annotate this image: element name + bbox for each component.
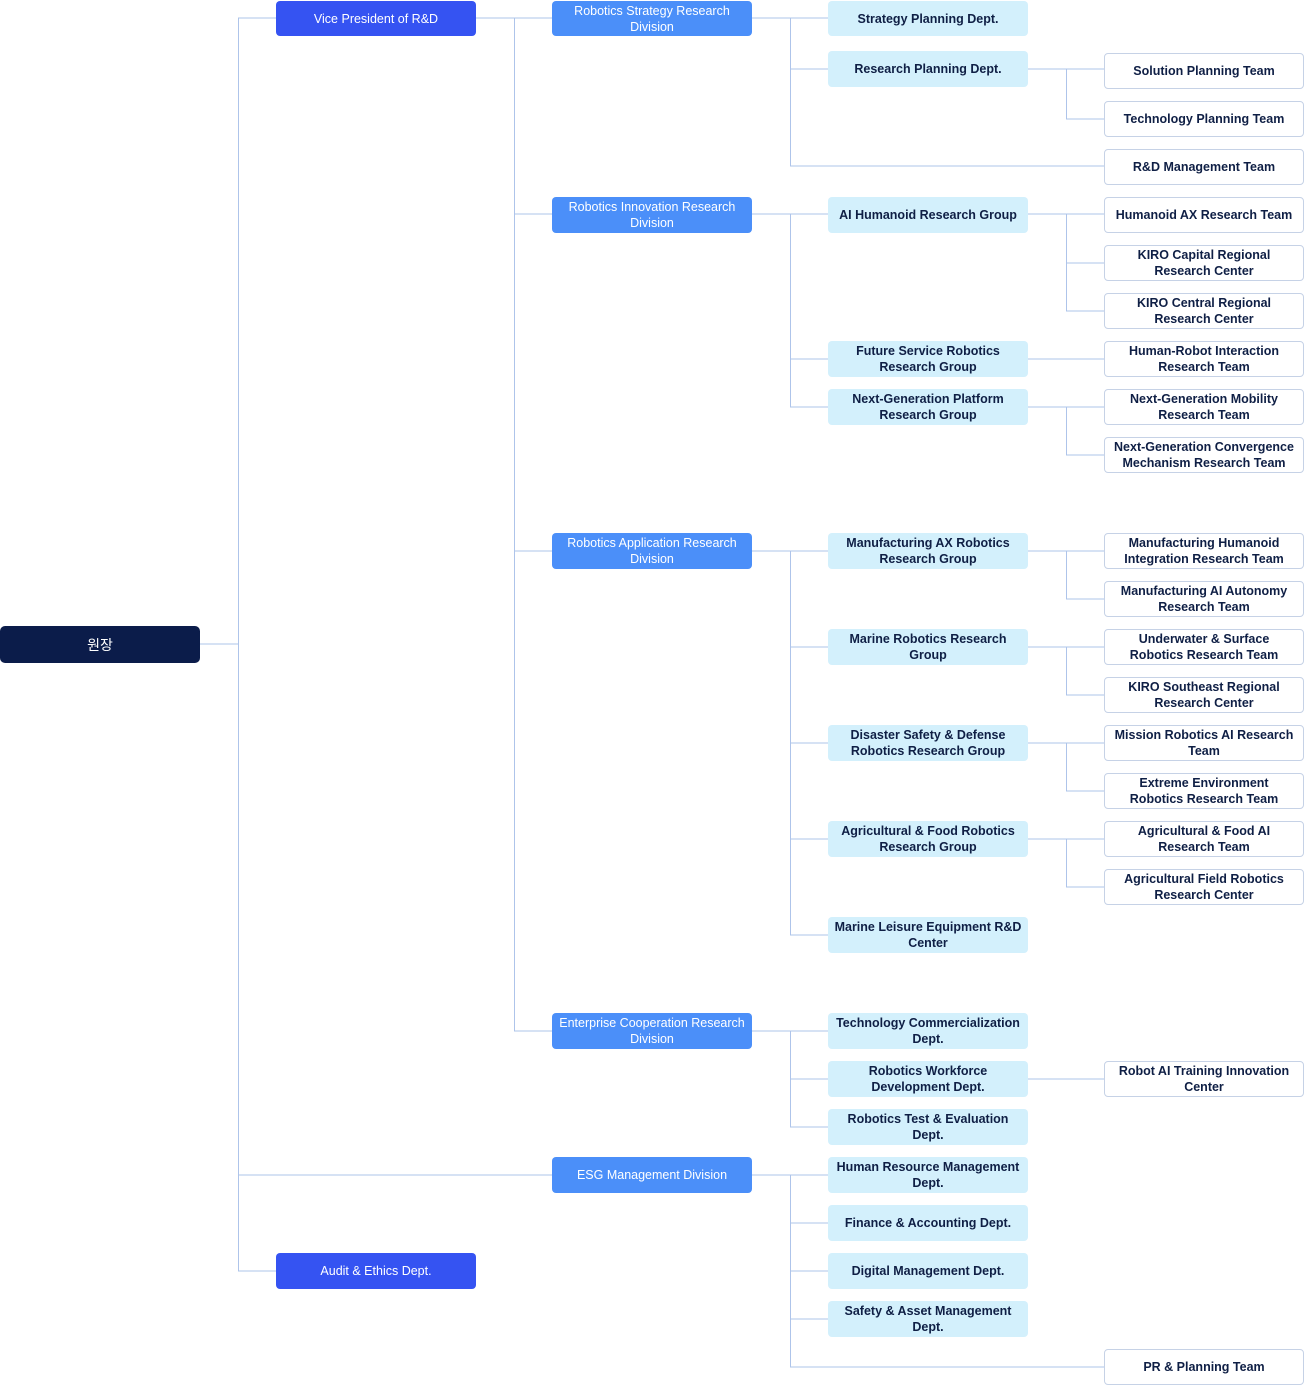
node-agri-food-robotics-group[interactable]: Agricultural & Food Robotics Research Gr… xyxy=(828,821,1028,857)
node-next-gen-platform-group[interactable]: Next-Generation Platform Research Group xyxy=(828,389,1028,425)
node-extreme-environment-team[interactable]: Extreme Environment Robotics Research Te… xyxy=(1104,773,1304,809)
node-mission-robotics-ai-team[interactable]: Mission Robotics AI Research Team xyxy=(1104,725,1304,761)
node-humanoid-ax-research-team[interactable]: Humanoid AX Research Team xyxy=(1104,197,1304,233)
node-kiro-central-regional-center[interactable]: KIRO Central Regional Research Center xyxy=(1104,293,1304,329)
node-mfg-humanoid-integration-team[interactable]: Manufacturing Humanoid Integration Resea… xyxy=(1104,533,1304,569)
root-node-director[interactable]: 원장 xyxy=(0,626,200,663)
node-robot-ai-training-center[interactable]: Robot AI Training Innovation Center xyxy=(1104,1061,1304,1097)
node-mfg-ai-autonomy-team[interactable]: Manufacturing AI Autonomy Research Team xyxy=(1104,581,1304,617)
node-safety-asset-management-dept[interactable]: Safety & Asset Management Dept. xyxy=(828,1301,1028,1337)
node-esg-management-division[interactable]: ESG Management Division xyxy=(552,1157,752,1193)
node-pr-planning-team[interactable]: PR & Planning Team xyxy=(1104,1349,1304,1385)
node-enterprise-cooperation-division[interactable]: Enterprise Cooperation Research Division xyxy=(552,1013,752,1049)
node-solution-planning-team[interactable]: Solution Planning Team xyxy=(1104,53,1304,89)
node-next-gen-convergence-team[interactable]: Next-Generation Convergence Mechanism Re… xyxy=(1104,437,1304,473)
node-ai-humanoid-research-group[interactable]: AI Humanoid Research Group xyxy=(828,197,1028,233)
node-rd-management-team[interactable]: R&D Management Team xyxy=(1104,149,1304,185)
node-disaster-safety-defense-group[interactable]: Disaster Safety & Defense Robotics Resea… xyxy=(828,725,1028,761)
node-robotics-innovation-division[interactable]: Robotics Innovation Research Division xyxy=(552,197,752,233)
node-agri-field-robotics-center[interactable]: Agricultural Field Robotics Research Cen… xyxy=(1104,869,1304,905)
node-digital-management-dept[interactable]: Digital Management Dept. xyxy=(828,1253,1028,1289)
node-finance-accounting-dept[interactable]: Finance & Accounting Dept. xyxy=(828,1205,1028,1241)
node-research-planning-dept[interactable]: Research Planning Dept. xyxy=(828,51,1028,87)
node-future-service-robotics-group[interactable]: Future Service Robotics Research Group xyxy=(828,341,1028,377)
node-robotics-strategy-division[interactable]: Robotics Strategy Research Division xyxy=(552,1,752,36)
node-tech-commercialization-dept[interactable]: Technology Commercialization Dept. xyxy=(828,1013,1028,1049)
node-underwater-surface-team[interactable]: Underwater & Surface Robotics Research T… xyxy=(1104,629,1304,665)
node-technology-planning-team[interactable]: Technology Planning Team xyxy=(1104,101,1304,137)
node-hr-management-dept[interactable]: Human Resource Management Dept. xyxy=(828,1157,1028,1193)
node-kiro-capital-regional-center[interactable]: KIRO Capital Regional Research Center xyxy=(1104,245,1304,281)
node-robotics-workforce-dept[interactable]: Robotics Workforce Development Dept. xyxy=(828,1061,1028,1097)
node-robotics-test-evaluation-dept[interactable]: Robotics Test & Evaluation Dept. xyxy=(828,1109,1028,1145)
node-strategy-planning-dept[interactable]: Strategy Planning Dept. xyxy=(828,1,1028,36)
node-vice-president-rd[interactable]: Vice President of R&D xyxy=(276,1,476,36)
node-manufacturing-ax-robotics-group[interactable]: Manufacturing AX Robotics Research Group xyxy=(828,533,1028,569)
node-kiro-southeast-regional-center[interactable]: KIRO Southeast Regional Research Center xyxy=(1104,677,1304,713)
node-marine-robotics-group[interactable]: Marine Robotics Research Group xyxy=(828,629,1028,665)
node-robotics-application-division[interactable]: Robotics Application Research Division xyxy=(552,533,752,569)
node-hri-research-team[interactable]: Human-Robot Interaction Research Team xyxy=(1104,341,1304,377)
node-next-gen-mobility-team[interactable]: Next-Generation Mobility Research Team xyxy=(1104,389,1304,425)
node-audit-ethics-dept[interactable]: Audit & Ethics Dept. xyxy=(276,1253,476,1289)
node-agri-food-ai-team[interactable]: Agricultural & Food AI Research Team xyxy=(1104,821,1304,857)
node-marine-leisure-rd-center[interactable]: Marine Leisure Equipment R&D Center xyxy=(828,917,1028,953)
